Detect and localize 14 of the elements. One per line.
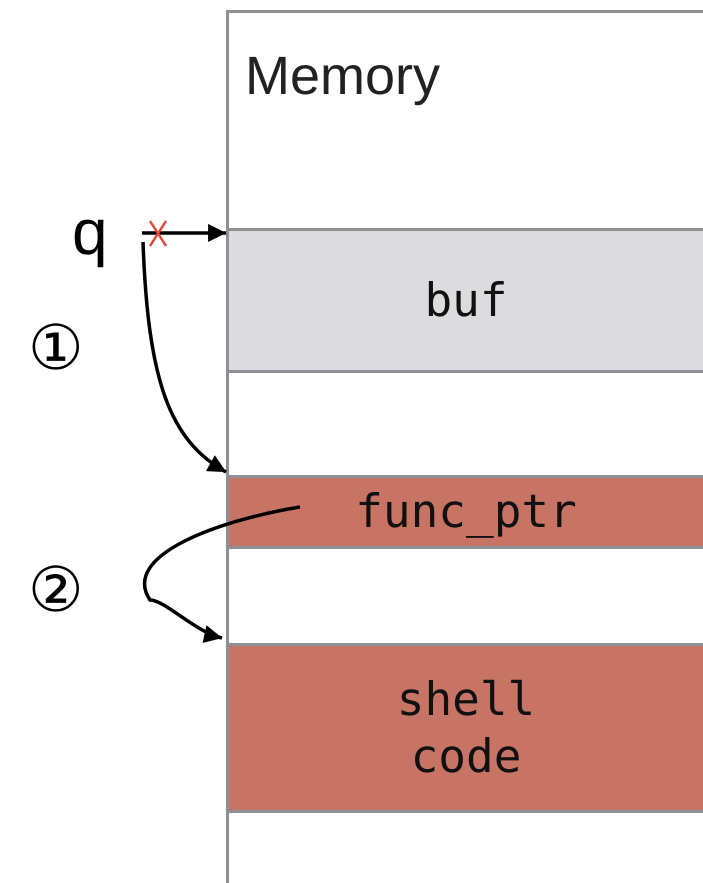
arrow [143,505,300,642]
memory-block [229,643,703,813]
step-number: ① [28,317,84,379]
region-title: Memory [245,45,440,107]
step-number: ② [28,559,84,621]
arrow [141,242,227,474]
memory-region [226,10,703,883]
memory-block [229,228,703,373]
block-label: shell code [396,670,536,785]
arrow [142,224,226,242]
block-label: buf [424,272,508,329]
pointer-name: q [72,196,108,268]
memory-block [229,475,703,549]
block-label: func_ptr [355,483,577,540]
